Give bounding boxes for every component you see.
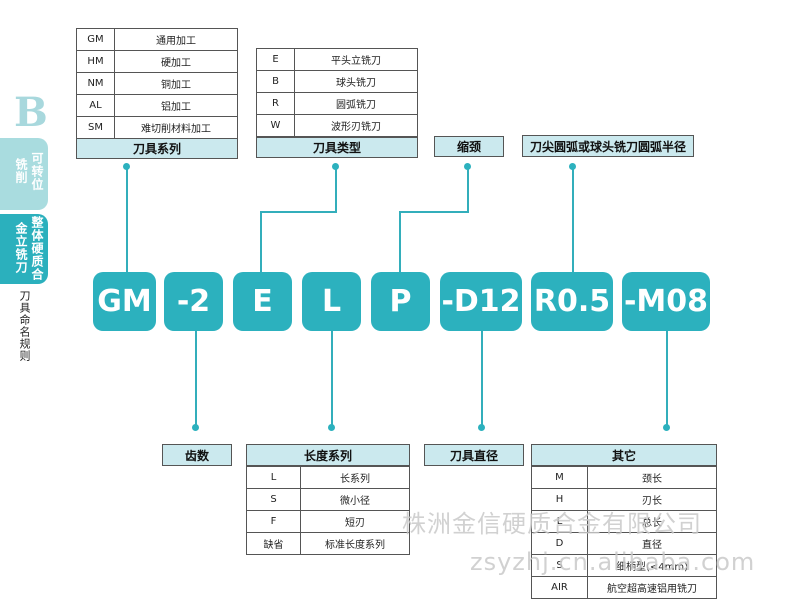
code-neck: P — [371, 272, 430, 331]
code-type: E — [233, 272, 292, 331]
tab-solid-line1: 整体硬质合 — [30, 216, 44, 281]
code-radius: R0.5 — [531, 272, 613, 331]
tab-indexable-milling[interactable]: 可转位 铣削 — [0, 138, 48, 210]
table-row: 缺省标准长度系列 — [246, 532, 410, 555]
code-teeth: -2 — [164, 272, 223, 331]
neck-label: 缩颈 — [434, 136, 504, 157]
connector-dot — [332, 163, 339, 170]
teeth-label: 齿数 — [162, 444, 232, 466]
tab-indexable-line1: 可转位 — [30, 152, 44, 191]
connector-line — [126, 166, 128, 272]
section-label: 刀具命名规则 — [18, 290, 31, 362]
connector-line — [195, 331, 197, 427]
watermark-company: 株洲金信硬质合金有限公司 — [402, 510, 702, 538]
connector-line — [260, 211, 262, 272]
connector-line — [335, 166, 337, 212]
connector-line — [260, 211, 337, 213]
code-other: -M08 — [622, 272, 710, 331]
connector-line — [572, 166, 574, 272]
radius-label: 刀尖圆弧或球头铣刀圆弧半径 — [522, 135, 694, 157]
diameter-label: 刀具直径 — [424, 444, 524, 466]
code-series: GM — [93, 272, 156, 331]
connector-dot — [123, 163, 130, 170]
connector-line — [399, 211, 401, 272]
tab-solid-carbide-endmill[interactable]: 整体硬质合 金立铣刀 — [0, 214, 48, 284]
material-table-header: 刀具系列 — [76, 138, 238, 159]
connector-dot — [663, 424, 670, 431]
connector-dot — [569, 163, 576, 170]
code-diameter: -D12 — [440, 272, 522, 331]
connector-dot — [192, 424, 199, 431]
connector-line — [331, 331, 333, 427]
type-table-header: 刀具类型 — [256, 137, 418, 158]
length-table-header: 长度系列 — [246, 444, 410, 466]
connector-line — [666, 331, 668, 427]
connector-dot — [464, 163, 471, 170]
watermark-url: zsyzhj.cn.alibaba.com — [470, 548, 756, 576]
tab-indexable-line2: 铣削 — [14, 158, 28, 184]
connector-line — [467, 166, 469, 212]
other-table-header: 其它 — [531, 444, 717, 466]
connector-line — [399, 211, 469, 213]
code-length: L — [302, 272, 361, 331]
connector-dot — [478, 424, 485, 431]
connector-dot — [328, 424, 335, 431]
tab-solid-line2: 金立铣刀 — [14, 222, 28, 274]
section-letter: B — [14, 89, 48, 136]
connector-line — [481, 331, 483, 427]
